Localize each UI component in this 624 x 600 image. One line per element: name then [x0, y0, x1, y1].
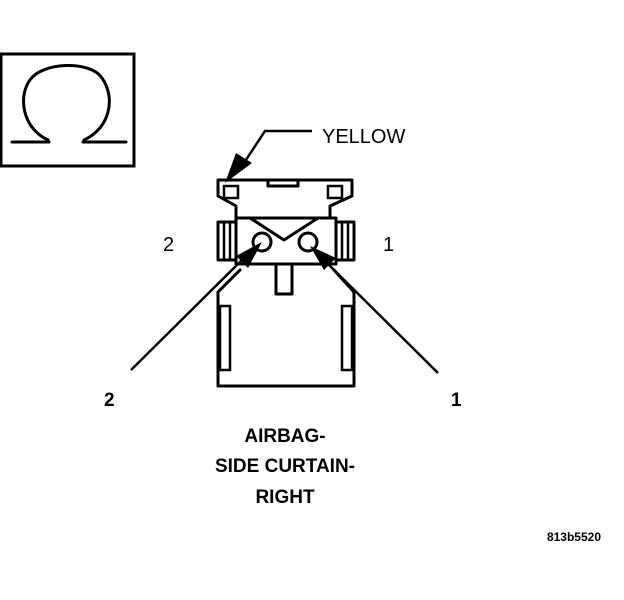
- caption-line-1: AIRBAG-: [244, 426, 325, 447]
- arrowhead-cavity-1: [310, 246, 336, 270]
- wire-color-label: YELLOW: [322, 126, 405, 148]
- caption-line-3: RIGHT: [255, 487, 315, 508]
- cavity-1: [297, 231, 319, 253]
- cavity-label-outer-right: 1: [451, 390, 462, 411]
- yellow-callout: YELLOW: [225, 126, 405, 183]
- caption-line-2: SIDE CURTAIN-: [215, 456, 355, 477]
- shroud-slot-left: [218, 304, 232, 372]
- latch-window-right: [326, 184, 344, 200]
- cavity-pointers: [130, 242, 439, 374]
- figure-id: 813b5520: [547, 530, 601, 544]
- cavity-label-outer-left: 2: [104, 390, 115, 411]
- arrowhead-yellow: [225, 153, 252, 183]
- ohm-symbol: [0, 52, 136, 168]
- latch-window-left: [222, 184, 240, 200]
- shroud-slot-right: [340, 304, 354, 372]
- connector-body: [216, 178, 356, 388]
- cavity-label-inner-right: 1: [383, 234, 394, 256]
- cavity-label-inner-left: 2: [163, 234, 174, 256]
- component-caption: AIRBAG- SIDE CURTAIN- RIGHT: [215, 426, 355, 508]
- arrowhead-cavity-2: [236, 242, 262, 268]
- ohm-icon: [10, 64, 128, 144]
- ohm-symbol-frame: [0, 52, 136, 168]
